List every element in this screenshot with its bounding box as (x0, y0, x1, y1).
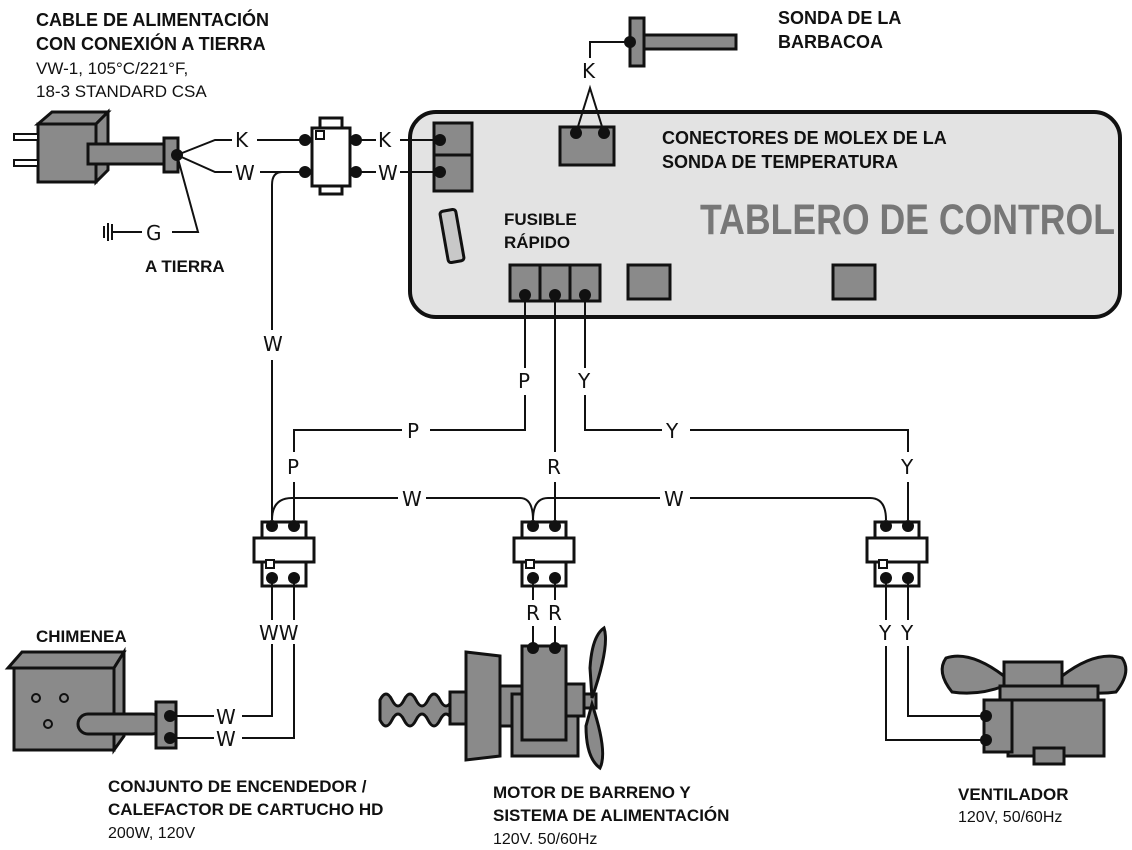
wire-label-w-bus-left: W (402, 487, 422, 511)
wire-label-p-horizontal: P (407, 419, 419, 443)
ground-symbol-icon (103, 223, 118, 241)
chimney-label: CHIMENEA (36, 627, 127, 646)
wire-label-w-cord: W (235, 161, 255, 185)
wire-label-y-fan-1: Y (878, 621, 892, 645)
bbq-probe-icon (628, 16, 738, 68)
fuse-label-line1: FUSIBLE (504, 210, 577, 229)
wire-label-p-board: P (518, 369, 530, 393)
wire-label-w-igniter-2: W (216, 727, 236, 751)
auger-connector (512, 520, 576, 588)
power-cord-title-line2: CON CONEXIÓN A TIERRA (36, 33, 266, 54)
igniter-title-line2: CALEFACTOR DE CARTUCHO HD (108, 800, 383, 819)
molex-title-line2: SONDA DE TEMPERATURA (662, 152, 898, 172)
wire-label-r-auger-2: R (548, 601, 562, 625)
board-spare-connector-2 (831, 263, 877, 301)
ground-label: A TIERRA (145, 257, 225, 276)
probe-title-line1: SONDA DE LA (778, 8, 901, 28)
wire-label-r-auger-1: R (526, 601, 540, 625)
fuse-icon (438, 207, 466, 265)
fan-connector (865, 520, 929, 588)
fuse-label-line2: RÁPIDO (504, 233, 570, 252)
fan-specs: 120V, 50/60Hz (958, 809, 1062, 826)
wire-label-k-board: K (378, 128, 392, 152)
igniter-title-line1: CONJUNTO DE ENCENDEDOR / (108, 777, 367, 796)
control-board-title: TABLERO DE CONTROL (700, 196, 1115, 244)
igniter-icon (76, 700, 178, 750)
power-cord-specs-line1: VW-1, 105°C/221°F, (36, 59, 188, 78)
power-cord-specs-line2: 18-3 STANDARD CSA (36, 82, 207, 101)
wire-label-p-igniter: P (287, 455, 299, 479)
probe-title-line2: BARBACOA (778, 32, 883, 52)
power-plug-icon (13, 108, 180, 186)
wire-label-k-probe: K (582, 59, 596, 83)
wire-label-y-fan-2: Y (900, 621, 914, 645)
board-spare-connector-1 (626, 263, 672, 301)
wire-label-w-igniter-1: W (216, 705, 236, 729)
wire-label-w-bus-right: W (664, 487, 684, 511)
fan-title: VENTILADOR (958, 785, 1069, 804)
auger-motor-icon (378, 625, 607, 771)
wire-label-g: G (146, 221, 162, 245)
power-inline-connector (299, 116, 362, 196)
fan-motor-icon (940, 654, 1128, 766)
wire-label-y-fan: Y (900, 455, 914, 479)
igniter-connector (252, 520, 316, 588)
auger-title-line2: SISTEMA DE ALIMENTACIÓN (493, 806, 729, 825)
wire-label-w-board: W (378, 161, 398, 185)
auger-specs: 120V. 50/60Hz (493, 831, 597, 848)
wire-label-r-board: R (547, 455, 561, 479)
wire-label-w-vertical: W (263, 332, 283, 356)
igniter-specs: 200W, 120V (108, 825, 196, 842)
wire-label-k-cord: K (235, 128, 249, 152)
auger-title-line1: MOTOR DE BARRENO Y (493, 783, 691, 802)
power-cord-title-line1: CABLE DE ALIMENTACIÓN (36, 9, 269, 30)
chimney-icon (4, 646, 127, 755)
wire-label-ww: WW (259, 621, 299, 645)
molex-title-line1: CONECTORES DE MOLEX DE LA (662, 128, 947, 148)
wire-label-y-board: Y (577, 369, 591, 393)
wire-label-y-horizontal: Y (665, 419, 679, 443)
